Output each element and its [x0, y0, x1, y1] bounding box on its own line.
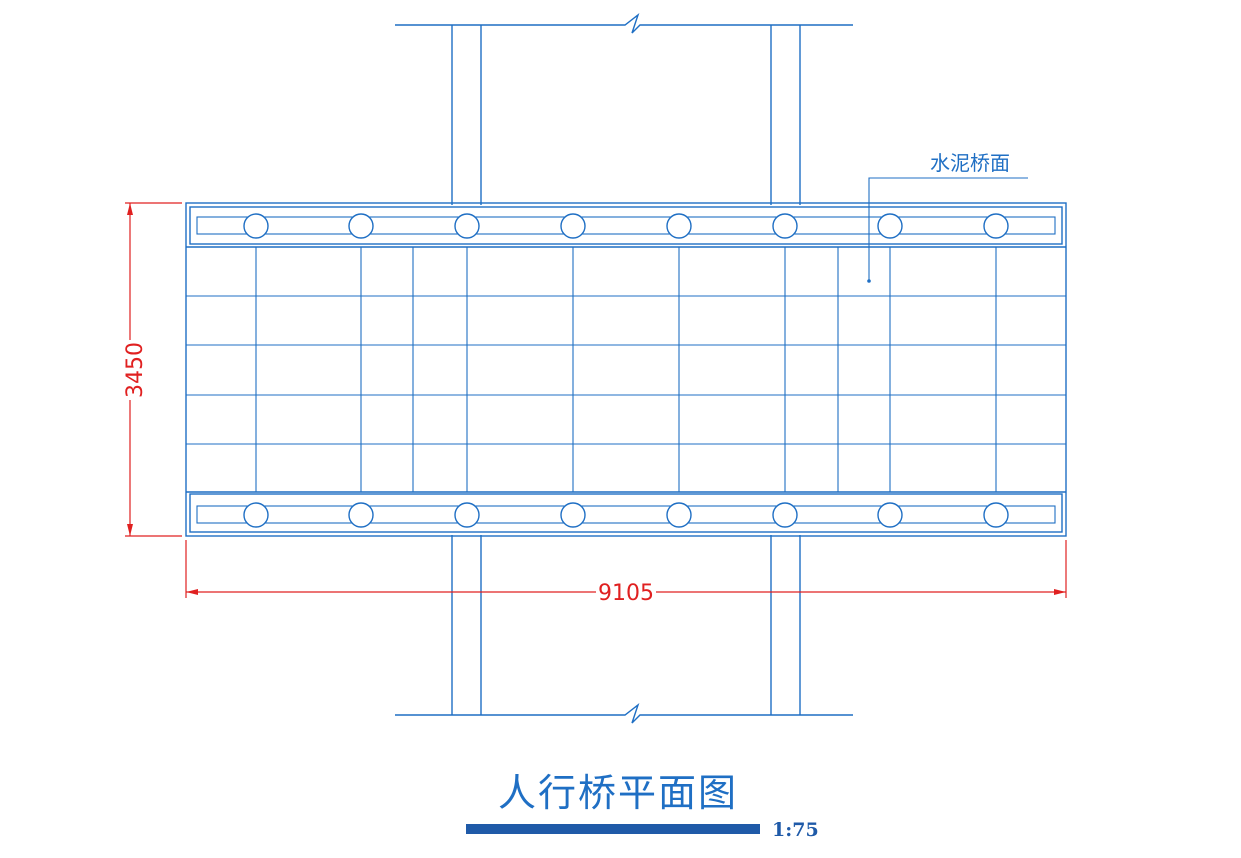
railing-post: [772, 502, 798, 528]
bridge-deck: [185, 202, 1067, 537]
railing-post: [877, 502, 903, 528]
material-label: 水泥桥面: [930, 151, 1010, 175]
railing-post: [666, 502, 692, 528]
dimension-width-label: 9105: [598, 581, 654, 606]
top-road: [395, 13, 853, 205]
railing-post: [772, 213, 798, 239]
railing-post: [348, 502, 374, 528]
railing-post: [877, 213, 903, 239]
title-block: 人行桥平面图 1:75: [466, 771, 819, 841]
railing-post: [560, 502, 586, 528]
railing-post: [243, 213, 269, 239]
railing-post: [348, 213, 374, 239]
dimension-width: 9105: [185, 540, 1067, 606]
drawing-scale: 1:75: [772, 819, 819, 841]
title-underline: [466, 824, 760, 834]
railing-post: [560, 213, 586, 239]
drawing-title: 人行桥平面图: [498, 771, 738, 815]
railing-post: [243, 502, 269, 528]
material-leader: 水泥桥面: [867, 151, 1028, 283]
deck-grid: [186, 247, 1066, 492]
dimension-height-label: 3450: [123, 342, 148, 398]
railing-post: [983, 502, 1009, 528]
dimension-height: 3450: [123, 202, 182, 537]
railing-post: [666, 213, 692, 239]
railing-posts: [243, 213, 1009, 528]
bottom-road: [395, 535, 853, 724]
railing-post: [454, 213, 480, 239]
railing-post: [983, 213, 1009, 239]
railing-post: [454, 502, 480, 528]
